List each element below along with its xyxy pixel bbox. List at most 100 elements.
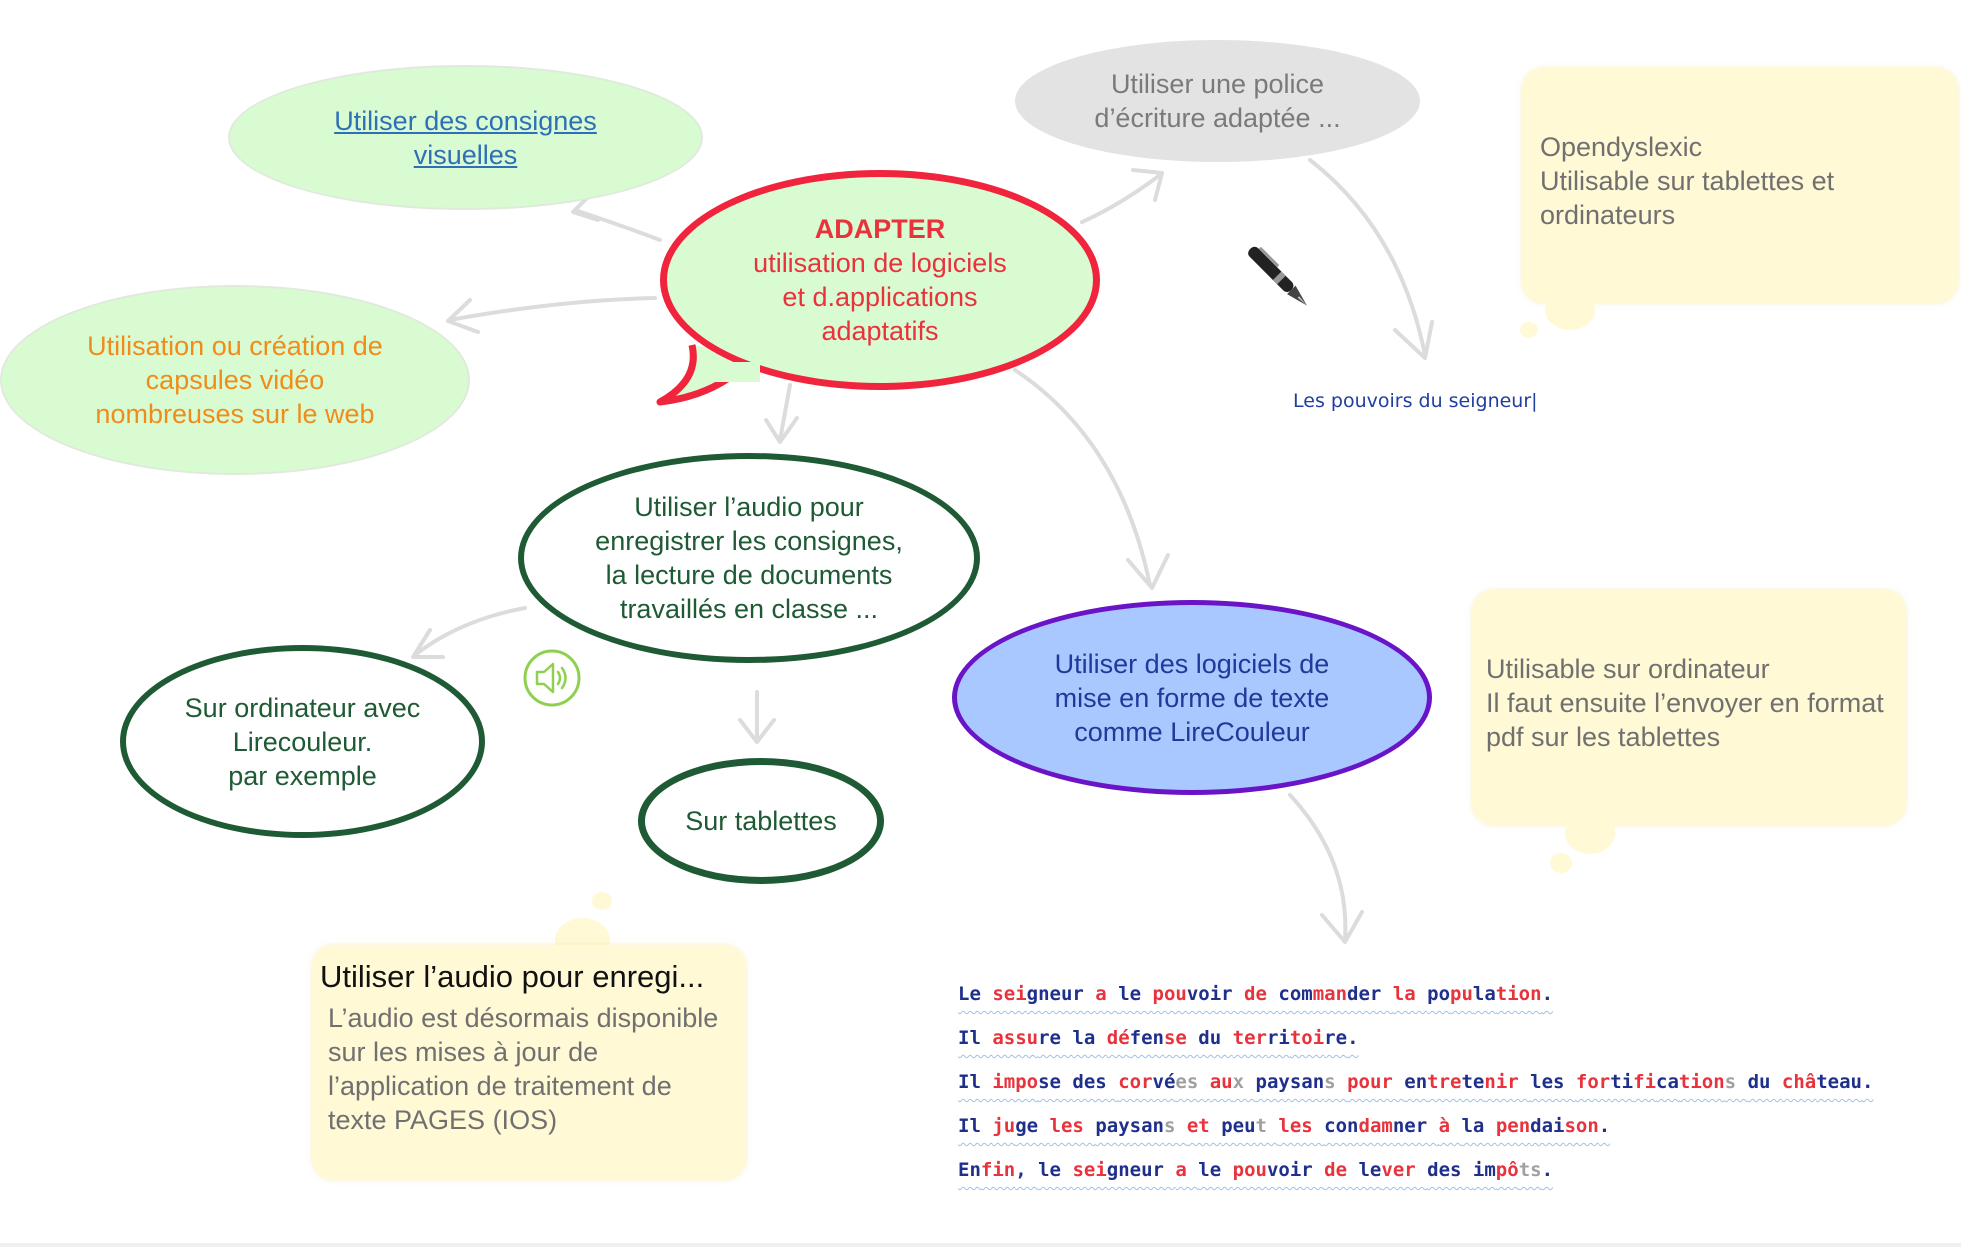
syllable: toi [1289, 1027, 1325, 1049]
opendyslexic-text: Opendyslexic Utilisable sur tablettes et… [1540, 132, 1835, 230]
syllable: x [1232, 1071, 1256, 1093]
arrow-to-capsules [448, 296, 657, 322]
note-opendyslexic[interactable]: Opendyslexic Utilisable sur tablettes et… [1522, 68, 1958, 303]
syllable: du [1747, 1071, 1782, 1093]
syllable: ti [1610, 1071, 1634, 1093]
central-node-adapter[interactable]: ADAPTER utilisation de logiciels et d.ap… [660, 170, 1100, 390]
syllable: Il [958, 1071, 993, 1093]
syllable: le [1358, 1159, 1382, 1181]
tablettes-text: Sur tablettes [685, 806, 837, 836]
syllable: la [1472, 983, 1496, 1005]
syllable: les [1530, 1071, 1576, 1093]
lirecouleur-line: Il impose des corvées aux paysans pour e… [958, 1071, 1873, 1115]
syllable: fen [1129, 1027, 1164, 1049]
syllable: pay [1255, 1071, 1290, 1093]
lirecouleur-line: Le seigneur a le pouvoir de commander la… [958, 983, 1873, 1027]
syllable: teau [1816, 1071, 1862, 1093]
syllable: tre [1427, 1071, 1462, 1093]
syllable: san [1289, 1071, 1325, 1093]
syllable: re [1324, 1027, 1348, 1049]
syllable: du [1198, 1027, 1233, 1049]
capsules-video-text: Utilisation ou création de capsules vidé… [87, 331, 383, 429]
consignes-visuelles-link[interactable]: Utiliser des consignes visuelles [334, 105, 597, 170]
syllable: En [958, 1159, 981, 1181]
audio-note-body: L’audio est désormais disponible sur les… [328, 1003, 719, 1135]
syllable: . [1541, 1159, 1554, 1181]
syllable: gneur [1106, 1159, 1176, 1181]
syllable: tion [1678, 1071, 1725, 1093]
lirecouleur-line: Il juge les paysans et peut les condamne… [958, 1115, 1873, 1159]
syllable: dai [1530, 1115, 1565, 1137]
syllable: pu [1450, 983, 1473, 1005]
pen-icon[interactable] [1235, 235, 1325, 325]
lirecouleur-sample-text: Le seigneur a le pouvoir de commander la… [958, 983, 1873, 1203]
node-logiciels-mise-en-forme[interactable]: Utiliser des logiciels de mise en forme … [952, 600, 1432, 795]
syllable: s [1724, 1071, 1748, 1093]
syllable: la [1392, 983, 1428, 1005]
syllable: for [1575, 1071, 1611, 1093]
syllable: des [1427, 1159, 1473, 1181]
node-audio[interactable]: Utiliser l’audio pour enregistrer les co… [518, 453, 980, 663]
note-ordinateur-pdf-bubble-small [1550, 853, 1572, 873]
syllable: po [1427, 983, 1451, 1005]
syllable: pen [1495, 1115, 1531, 1137]
syllable: le [1118, 983, 1153, 1005]
audio-note-title: Utiliser l’audio pour enregi... [320, 959, 705, 994]
syllable: châ [1781, 1071, 1817, 1093]
syllable: te [1461, 1071, 1485, 1093]
syllable: peu [1221, 1115, 1256, 1137]
syllable: son [1564, 1115, 1599, 1137]
node-consignes-visuelles[interactable]: Utiliser des consignes visuelles [228, 65, 703, 210]
central-bubble-tail-fill [700, 362, 760, 382]
syllable: pour [1347, 1071, 1405, 1093]
syllable: . [1861, 1071, 1874, 1093]
bottom-divider [0, 1243, 1961, 1247]
syllable: con [1324, 1115, 1359, 1137]
node-capsules-video[interactable]: Utilisation ou création de capsules vidé… [0, 285, 470, 475]
central-title: ADAPTER [814, 214, 946, 244]
syllable: gneur [1026, 983, 1096, 1005]
node-police[interactable]: Utiliser une police d’écriture adaptée .… [1015, 40, 1420, 162]
ordinateur-pdf-text: Utilisable sur ordinateur Il faut ensuit… [1486, 654, 1884, 752]
node-ordinateur-lirecouleur[interactable]: Sur ordinateur avec Lirecouleur. par exe… [120, 645, 485, 838]
police-text: Utiliser une police d’écriture adaptée .… [1094, 69, 1341, 133]
syllable: com [1278, 983, 1313, 1005]
syllable: t [1255, 1115, 1279, 1137]
arrow-to-logiciels [1013, 368, 1152, 587]
lirecouleur-line: Enfin, le seigneur a le pouvoir de lever… [958, 1159, 1873, 1203]
syllable: re [1038, 1027, 1073, 1049]
syllable: pou [1232, 1159, 1267, 1181]
syllable: le [1198, 1159, 1233, 1181]
ordinateur-lirecouleur-text: Sur ordinateur avec Lirecouleur. par exe… [184, 692, 421, 791]
syllable: ri [1266, 1027, 1290, 1049]
syllable: es [1175, 1071, 1210, 1093]
syllable: Le [958, 983, 993, 1005]
note-ordinateur-pdf[interactable]: Utilisable sur ordinateur Il faut ensuit… [1472, 590, 1906, 825]
lirecouleur-line: Il assure la défense du territoire. [958, 1027, 1873, 1071]
note-audio[interactable]: Utiliser l’audio pour enregi... L’audio … [312, 945, 746, 1180]
syllable: tion [1495, 983, 1542, 1005]
arrow-to-font-sample [1308, 158, 1427, 357]
syllable: ts [1518, 1159, 1542, 1181]
syllable: le [1038, 1159, 1073, 1181]
syllable: fi [1633, 1071, 1657, 1093]
syllable: sei [992, 983, 1027, 1005]
syllable: . [1541, 983, 1554, 1005]
arrow-to-ordinateur [413, 606, 527, 657]
node-tablettes[interactable]: Sur tablettes [638, 758, 884, 884]
syllable: dam [1358, 1115, 1393, 1137]
speaker-icon[interactable] [522, 648, 582, 708]
syllable: impo [992, 1071, 1039, 1093]
central-body: utilisation de logiciels et d.applicatio… [753, 248, 1007, 346]
syllable: pou [1152, 983, 1187, 1005]
syllable: à [1438, 1115, 1462, 1137]
font-sample-text[interactable]: Les pouvoirs du seigneur| [1293, 390, 1538, 412]
syllable: san [1129, 1115, 1164, 1137]
syllable: , [1015, 1159, 1039, 1181]
syllable: la [1461, 1115, 1496, 1137]
audio-text: Utiliser l’audio pour enregistrer les co… [595, 492, 903, 624]
note-ordinateur-pdf-bubble [1565, 812, 1615, 854]
syllable: cor [1118, 1071, 1153, 1093]
arrow-to-consignes [573, 208, 662, 242]
